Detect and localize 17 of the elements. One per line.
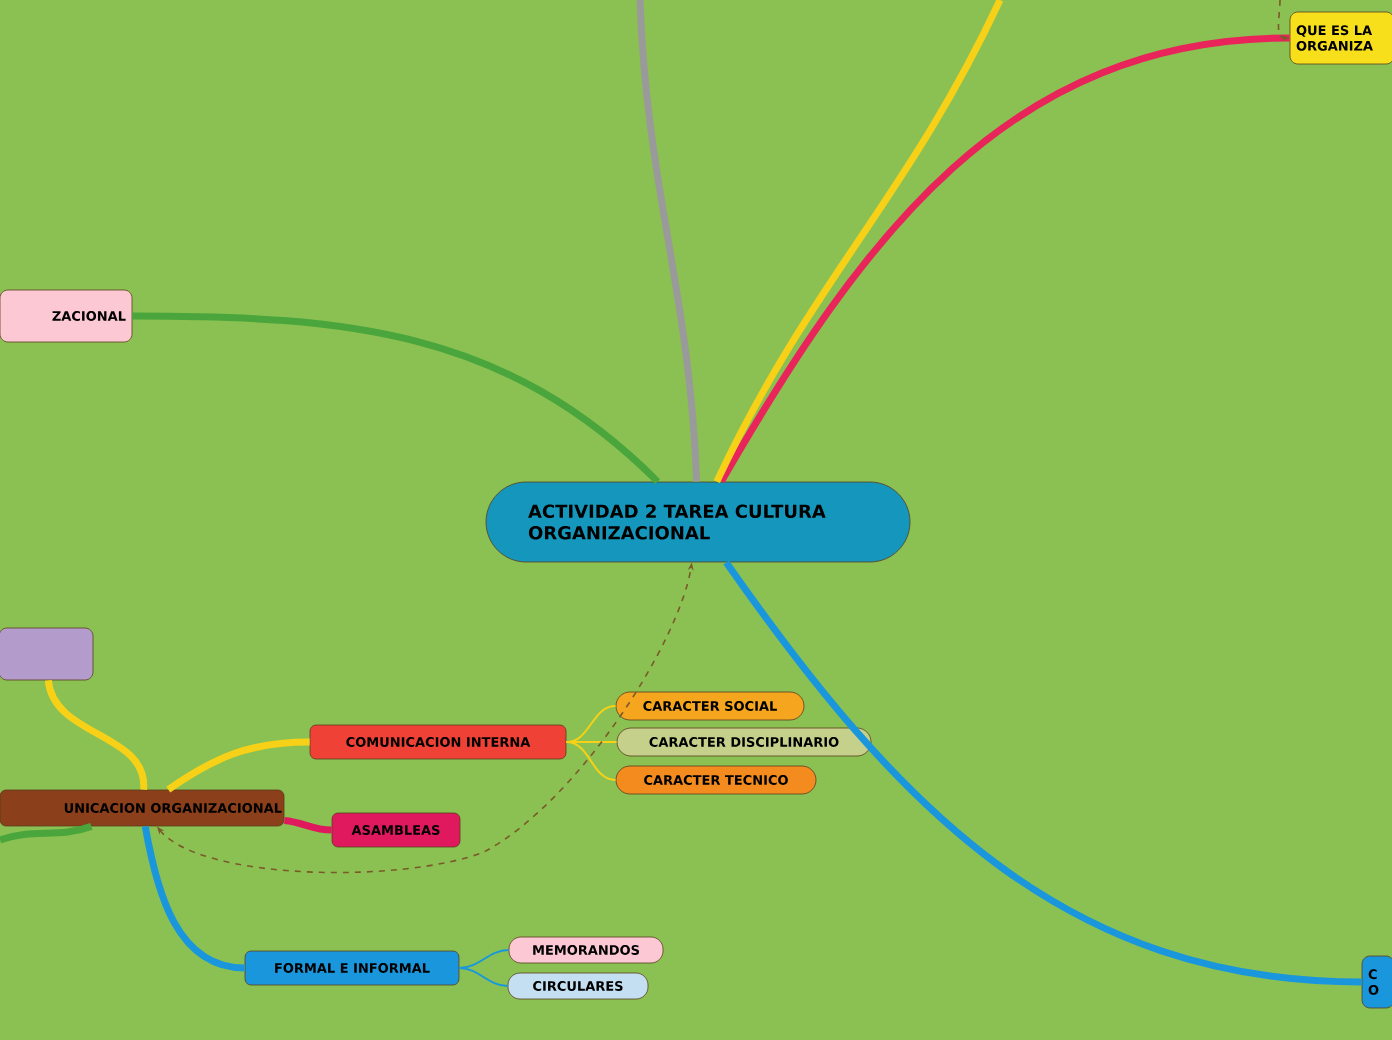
branch-line <box>565 741 618 743</box>
branch-line <box>458 949 510 969</box>
branch-line <box>636 0 701 482</box>
branch-line <box>458 967 509 987</box>
branch-line <box>166 738 310 793</box>
branch-line <box>713 0 1004 484</box>
branch-line <box>565 705 617 743</box>
branch-line <box>718 34 1290 484</box>
branch-line <box>565 741 617 781</box>
branch-line <box>284 817 332 834</box>
branch-line <box>141 825 245 972</box>
branch-line <box>0 823 93 844</box>
branch-line <box>723 560 1362 986</box>
central-topic: ACTIVIDAD 2 TAREA CULTURA ORGANIZACIONAL <box>485 481 911 563</box>
branch-line <box>132 312 660 485</box>
topic-box <box>0 627 94 681</box>
branch-line <box>44 679 148 790</box>
